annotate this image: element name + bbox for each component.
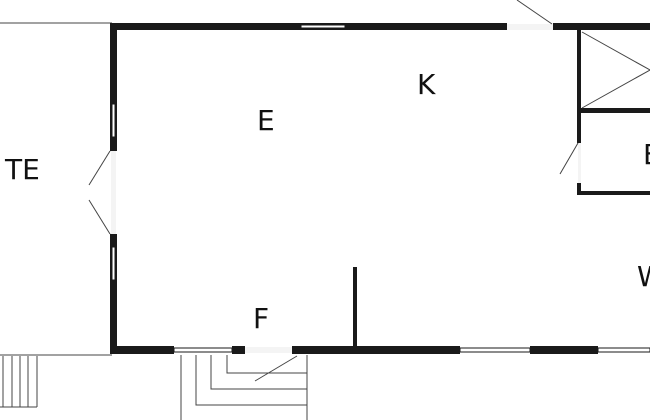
window-left-upper: [111, 103, 116, 138]
room-label-bath: E: [643, 138, 650, 171]
window-left-lower: [111, 246, 116, 281]
windows: [111, 24, 650, 353]
terrace-stairs: [0, 356, 38, 408]
door-openings: [111, 24, 581, 353]
door-swings: [88, 0, 650, 382]
room-label-living: E: [257, 104, 275, 137]
interior-walls: [353, 30, 650, 350]
window-top: [300, 24, 346, 29]
window-bottom-2: [459, 347, 531, 353]
room-label-kitchen: K: [417, 68, 436, 101]
window-bottom-3: [597, 347, 650, 353]
room-label-terrace: TE: [4, 153, 40, 186]
front-steps: [180, 355, 308, 420]
exterior-walls: [110, 23, 650, 354]
room-label-hall: F: [253, 302, 269, 335]
terrace-outline: [0, 22, 112, 356]
room-label-right-room: W: [637, 260, 650, 293]
window-bottom-1: [173, 347, 233, 353]
